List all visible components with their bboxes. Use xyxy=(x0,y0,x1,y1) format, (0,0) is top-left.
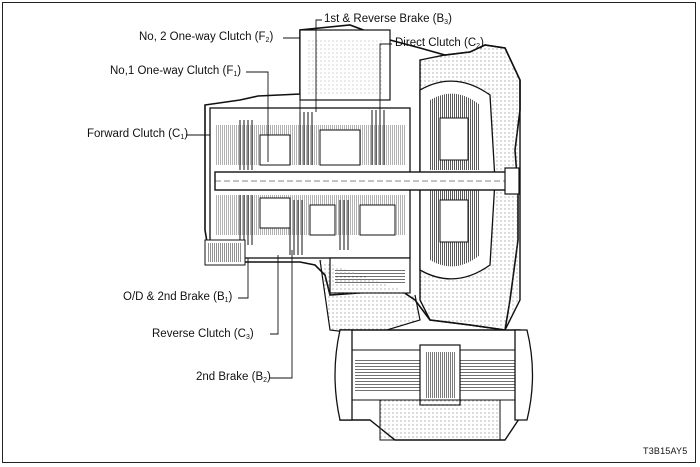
label-od-2nd-brake: O/D & 2nd Brake (B1) xyxy=(123,291,233,304)
differential-assembly xyxy=(334,329,534,441)
label-no1-one-way-clutch: No,1 One-way Clutch (F1) xyxy=(110,65,242,78)
label-forward-clutch: Forward Clutch (C1) xyxy=(87,128,189,141)
torque-converter xyxy=(419,80,496,280)
label-reverse-clutch: Reverse Clutch (C3) xyxy=(152,328,254,341)
label-1st-reverse-brake: 1st & Reverse Brake (B3) xyxy=(324,13,452,26)
label-direct-clutch: Direct Clutch (C2) xyxy=(395,37,484,50)
label-2nd-brake: 2nd Brake (B2) xyxy=(196,371,271,384)
label-no2-one-way-clutch: No, 2 One-way Clutch (F2) xyxy=(139,31,274,44)
figure-frame xyxy=(2,2,696,463)
leader-lines xyxy=(186,19,392,379)
figure-code: T3B15AY5 xyxy=(643,446,688,456)
counter-gear-housing xyxy=(319,257,421,336)
